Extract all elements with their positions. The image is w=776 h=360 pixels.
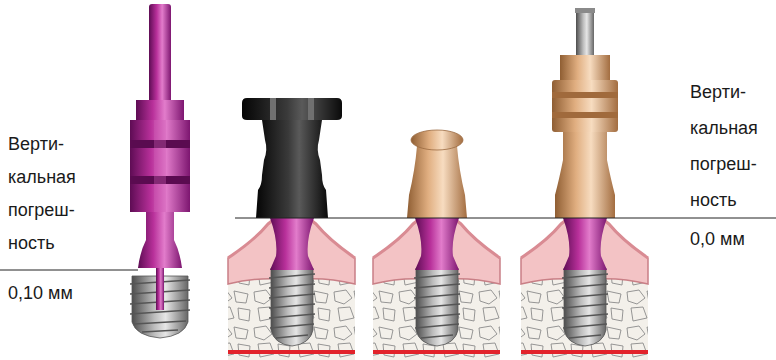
dimension-value: 0,10 мм <box>8 282 73 304</box>
illustration-part <box>373 218 500 360</box>
illustration-part <box>552 92 618 98</box>
illustration-part <box>270 98 276 120</box>
illustration-part <box>0 270 138 271</box>
dimension-value: 0,0 мм <box>690 228 745 250</box>
illustration-part <box>149 4 171 104</box>
illustration-part <box>256 120 328 218</box>
illustration-part <box>407 130 467 218</box>
label-box: Верти- кальная погреш- ность <box>8 128 76 260</box>
dimension-note: Верти- кальная погреш- ность <box>8 128 76 260</box>
illustration-part <box>575 8 595 13</box>
label-box: 0,0 мм <box>690 228 745 250</box>
illustration-part <box>407 146 467 218</box>
illustration-part <box>555 132 615 218</box>
illustration-part <box>130 4 190 338</box>
illustration-part <box>154 120 166 212</box>
dimension-note: Верти- кальная погреш- ность <box>690 74 758 218</box>
illustration-part <box>138 212 182 268</box>
illustration-part <box>156 266 164 310</box>
illustration-part <box>235 218 776 219</box>
label-box: 0,10 мм <box>8 282 73 304</box>
illustration-part <box>308 98 314 120</box>
illustration-part <box>576 10 594 58</box>
illustration-part <box>242 98 342 218</box>
illustration-part <box>560 55 610 80</box>
illustration-part <box>552 112 618 118</box>
illustration-part <box>521 218 648 360</box>
label-box: Верти- кальная погреш- ность <box>690 74 758 218</box>
illustration-part <box>552 8 618 218</box>
illustration-part <box>130 120 190 212</box>
illustration-part <box>411 130 463 150</box>
illustration-part <box>242 98 342 120</box>
illustration-part <box>552 80 618 132</box>
illustration-part <box>228 218 355 360</box>
illustration-part <box>136 100 184 120</box>
